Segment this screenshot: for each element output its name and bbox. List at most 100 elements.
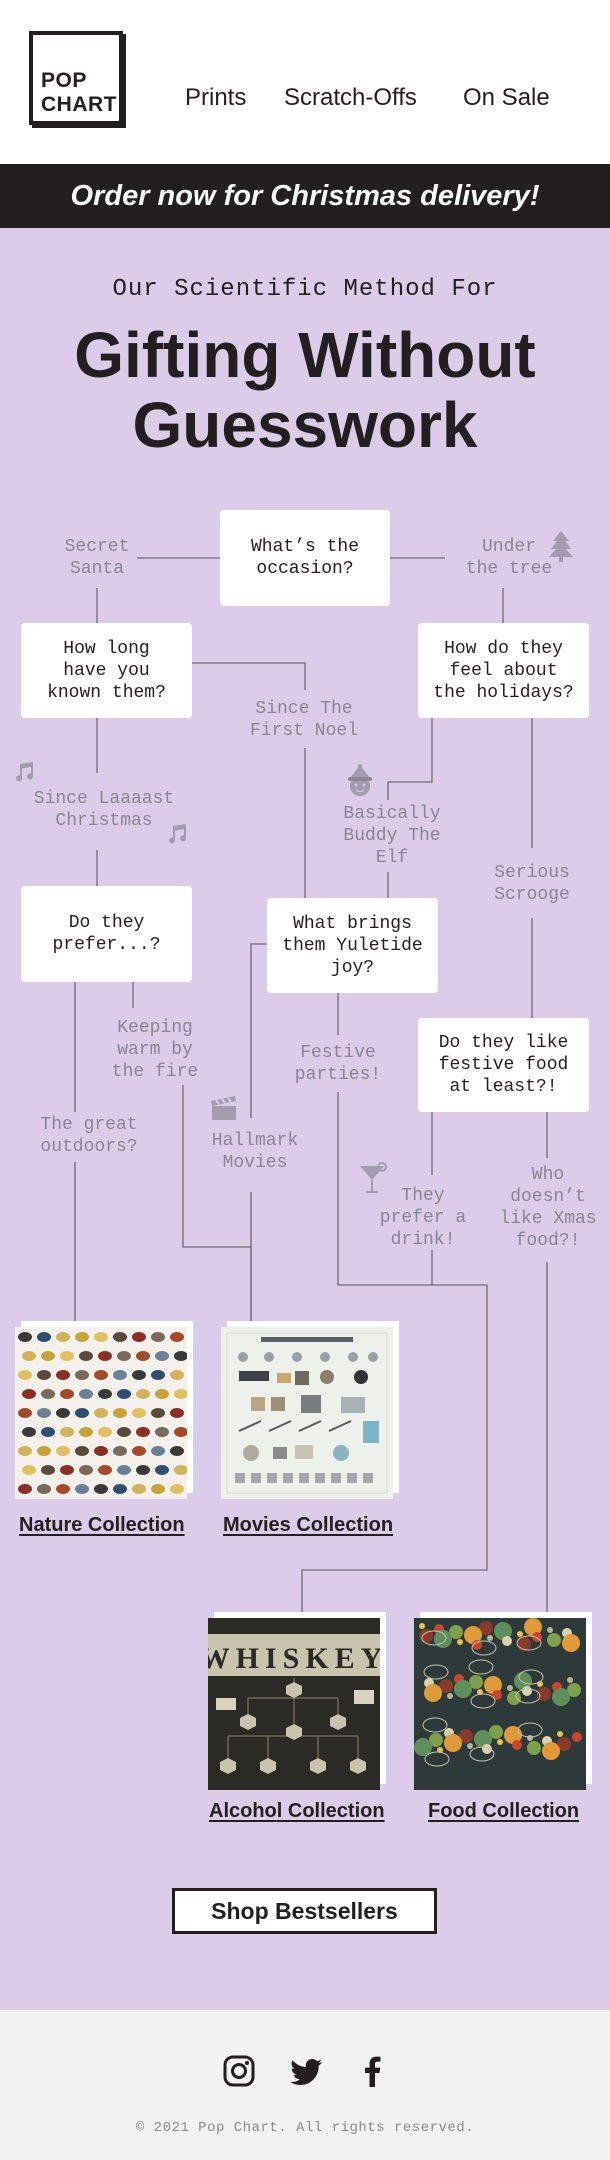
food-illustration — [567, 1677, 573, 1683]
bird-illustration — [170, 1332, 184, 1342]
bird-illustration — [132, 1332, 146, 1342]
twitter-icon[interactable] — [290, 2054, 324, 2088]
bird-illustration — [79, 1465, 93, 1475]
copyright-text: © 2021 Pop Chart. All rights reserved. — [135, 2120, 475, 2136]
movies-collection-image[interactable] — [221, 1327, 393, 1499]
bird-illustration — [41, 1351, 55, 1361]
bird-illustration — [22, 1465, 36, 1475]
food-collection-image[interactable] — [414, 1618, 586, 1790]
bird-illustration — [117, 1389, 131, 1399]
bird-illustration — [136, 1465, 150, 1475]
whiskey-poster-art: WHISKEY — [208, 1618, 380, 1790]
bird-illustration — [113, 1484, 127, 1494]
nature-collection-link[interactable]: Nature Collection — [19, 1514, 185, 1536]
bird-illustration — [151, 1370, 165, 1380]
clapperboard-icon — [211, 1096, 236, 1120]
bird-illustration — [151, 1408, 165, 1418]
bird-illustration — [37, 1332, 51, 1342]
bird-illustration — [151, 1446, 165, 1456]
nav-scratch-offs[interactable]: Scratch-Offs — [284, 84, 417, 111]
food-illustration — [514, 1672, 532, 1690]
bird-illustration — [18, 1408, 32, 1418]
bird-illustration — [174, 1351, 187, 1361]
music-note-icon — [16, 762, 34, 782]
bird-illustration — [60, 1427, 74, 1437]
food-illustration — [507, 1691, 521, 1705]
bird-illustration — [75, 1484, 89, 1494]
food-illustration — [522, 1686, 532, 1696]
shop-bestsellers-button[interactable]: Shop Bestsellers — [172, 1888, 437, 1934]
nature-collection-image[interactable] — [15, 1327, 187, 1499]
bird-illustration — [151, 1332, 165, 1342]
bird-illustration — [75, 1446, 89, 1456]
food-illustration — [472, 1640, 482, 1650]
food-illustration — [457, 1639, 463, 1645]
food-illustration — [444, 1734, 462, 1752]
facebook-icon[interactable] — [356, 2054, 390, 2088]
bird-illustration — [56, 1332, 70, 1342]
bird-illustration — [37, 1370, 51, 1380]
bird-illustration — [170, 1408, 184, 1418]
bird-illustration — [41, 1427, 55, 1437]
site-header: POP CHART Prints Scratch-Offs On Sale — [0, 0, 610, 164]
answer-prefer-drink: They prefer a drink! — [379, 1186, 467, 1250]
food-illustration — [517, 1631, 523, 1637]
birds-poster-art — [18, 1332, 187, 1494]
food-illustration — [447, 1693, 453, 1699]
answer-keeping-warm: Keeping warm by the fire — [111, 1018, 199, 1082]
elf-icon — [348, 764, 372, 796]
food-illustration — [537, 1687, 551, 1701]
food-illustration — [429, 1733, 443, 1747]
site-footer: © 2021 Pop Chart. All rights reserved. — [0, 2010, 610, 2160]
answer-no-xmas-food: Who doesn’t like Xmas food?! — [499, 1165, 597, 1251]
bird-illustration — [155, 1389, 169, 1399]
pop-chart-logo[interactable]: POP CHART — [29, 31, 123, 125]
food-illustration — [547, 1633, 561, 1647]
logo-text-pop: POP — [41, 69, 87, 92]
food-poster-art — [414, 1618, 586, 1790]
answer-secret-santa: Secret Santa — [64, 537, 130, 579]
food-label-bubble — [516, 1635, 542, 1651]
food-illustration — [542, 1742, 560, 1760]
bird-illustration — [113, 1408, 127, 1418]
alcohol-collection-link[interactable]: Alcohol Collection — [209, 1800, 385, 1822]
nav-on-sale[interactable]: On Sale — [463, 84, 550, 111]
bird-illustration — [37, 1484, 51, 1494]
answer-under-the-tree: Under the tree — [465, 537, 553, 579]
food-label-bubble — [469, 1746, 495, 1762]
nav-prints[interactable]: Prints — [185, 84, 247, 111]
food-illustration — [454, 1680, 472, 1698]
answer-since-laaaast-christmas: Since Laaaast Christmas — [33, 789, 175, 831]
food-illustration — [572, 1732, 582, 1742]
answer-buddy-the-elf: Basically Buddy The Elf — [343, 804, 441, 868]
christmas-delivery-banner[interactable]: Order now for Christmas delivery! — [0, 164, 610, 228]
bird-illustration — [22, 1351, 36, 1361]
food-label-bubble — [518, 1669, 544, 1685]
bird-illustration — [136, 1351, 150, 1361]
food-illustration — [424, 1684, 442, 1702]
food-illustration — [459, 1729, 473, 1743]
headline-line-1: Gifting Without — [74, 319, 536, 391]
hero-eyebrow: Our Scientific Method For — [112, 276, 498, 303]
food-illustration — [467, 1743, 473, 1749]
bird-illustration — [117, 1351, 131, 1361]
food-label-bubble — [423, 1664, 449, 1680]
food-collection-link[interactable]: Food Collection — [428, 1800, 580, 1822]
bird-illustration — [113, 1332, 127, 1342]
answer-great-outdoors: The great outdoors? — [40, 1115, 138, 1157]
bird-illustration — [41, 1465, 55, 1475]
instagram-icon[interactable] — [222, 2054, 256, 2088]
question-prefer: Do they prefer...? — [21, 886, 192, 982]
bird-illustration — [75, 1370, 89, 1380]
movies-collection-link[interactable]: Movies Collection — [223, 1514, 394, 1536]
bird-illustration — [136, 1427, 150, 1437]
food-illustration — [479, 1621, 493, 1635]
food-illustration — [464, 1626, 482, 1644]
tree-icon — [549, 531, 573, 562]
alcohol-collection-image[interactable]: WHISKEY — [208, 1618, 380, 1790]
bird-illustration — [155, 1427, 169, 1437]
food-illustration — [552, 1688, 570, 1706]
bird-illustration — [132, 1408, 146, 1418]
bird-illustration — [41, 1389, 55, 1399]
bird-illustration — [98, 1465, 112, 1475]
